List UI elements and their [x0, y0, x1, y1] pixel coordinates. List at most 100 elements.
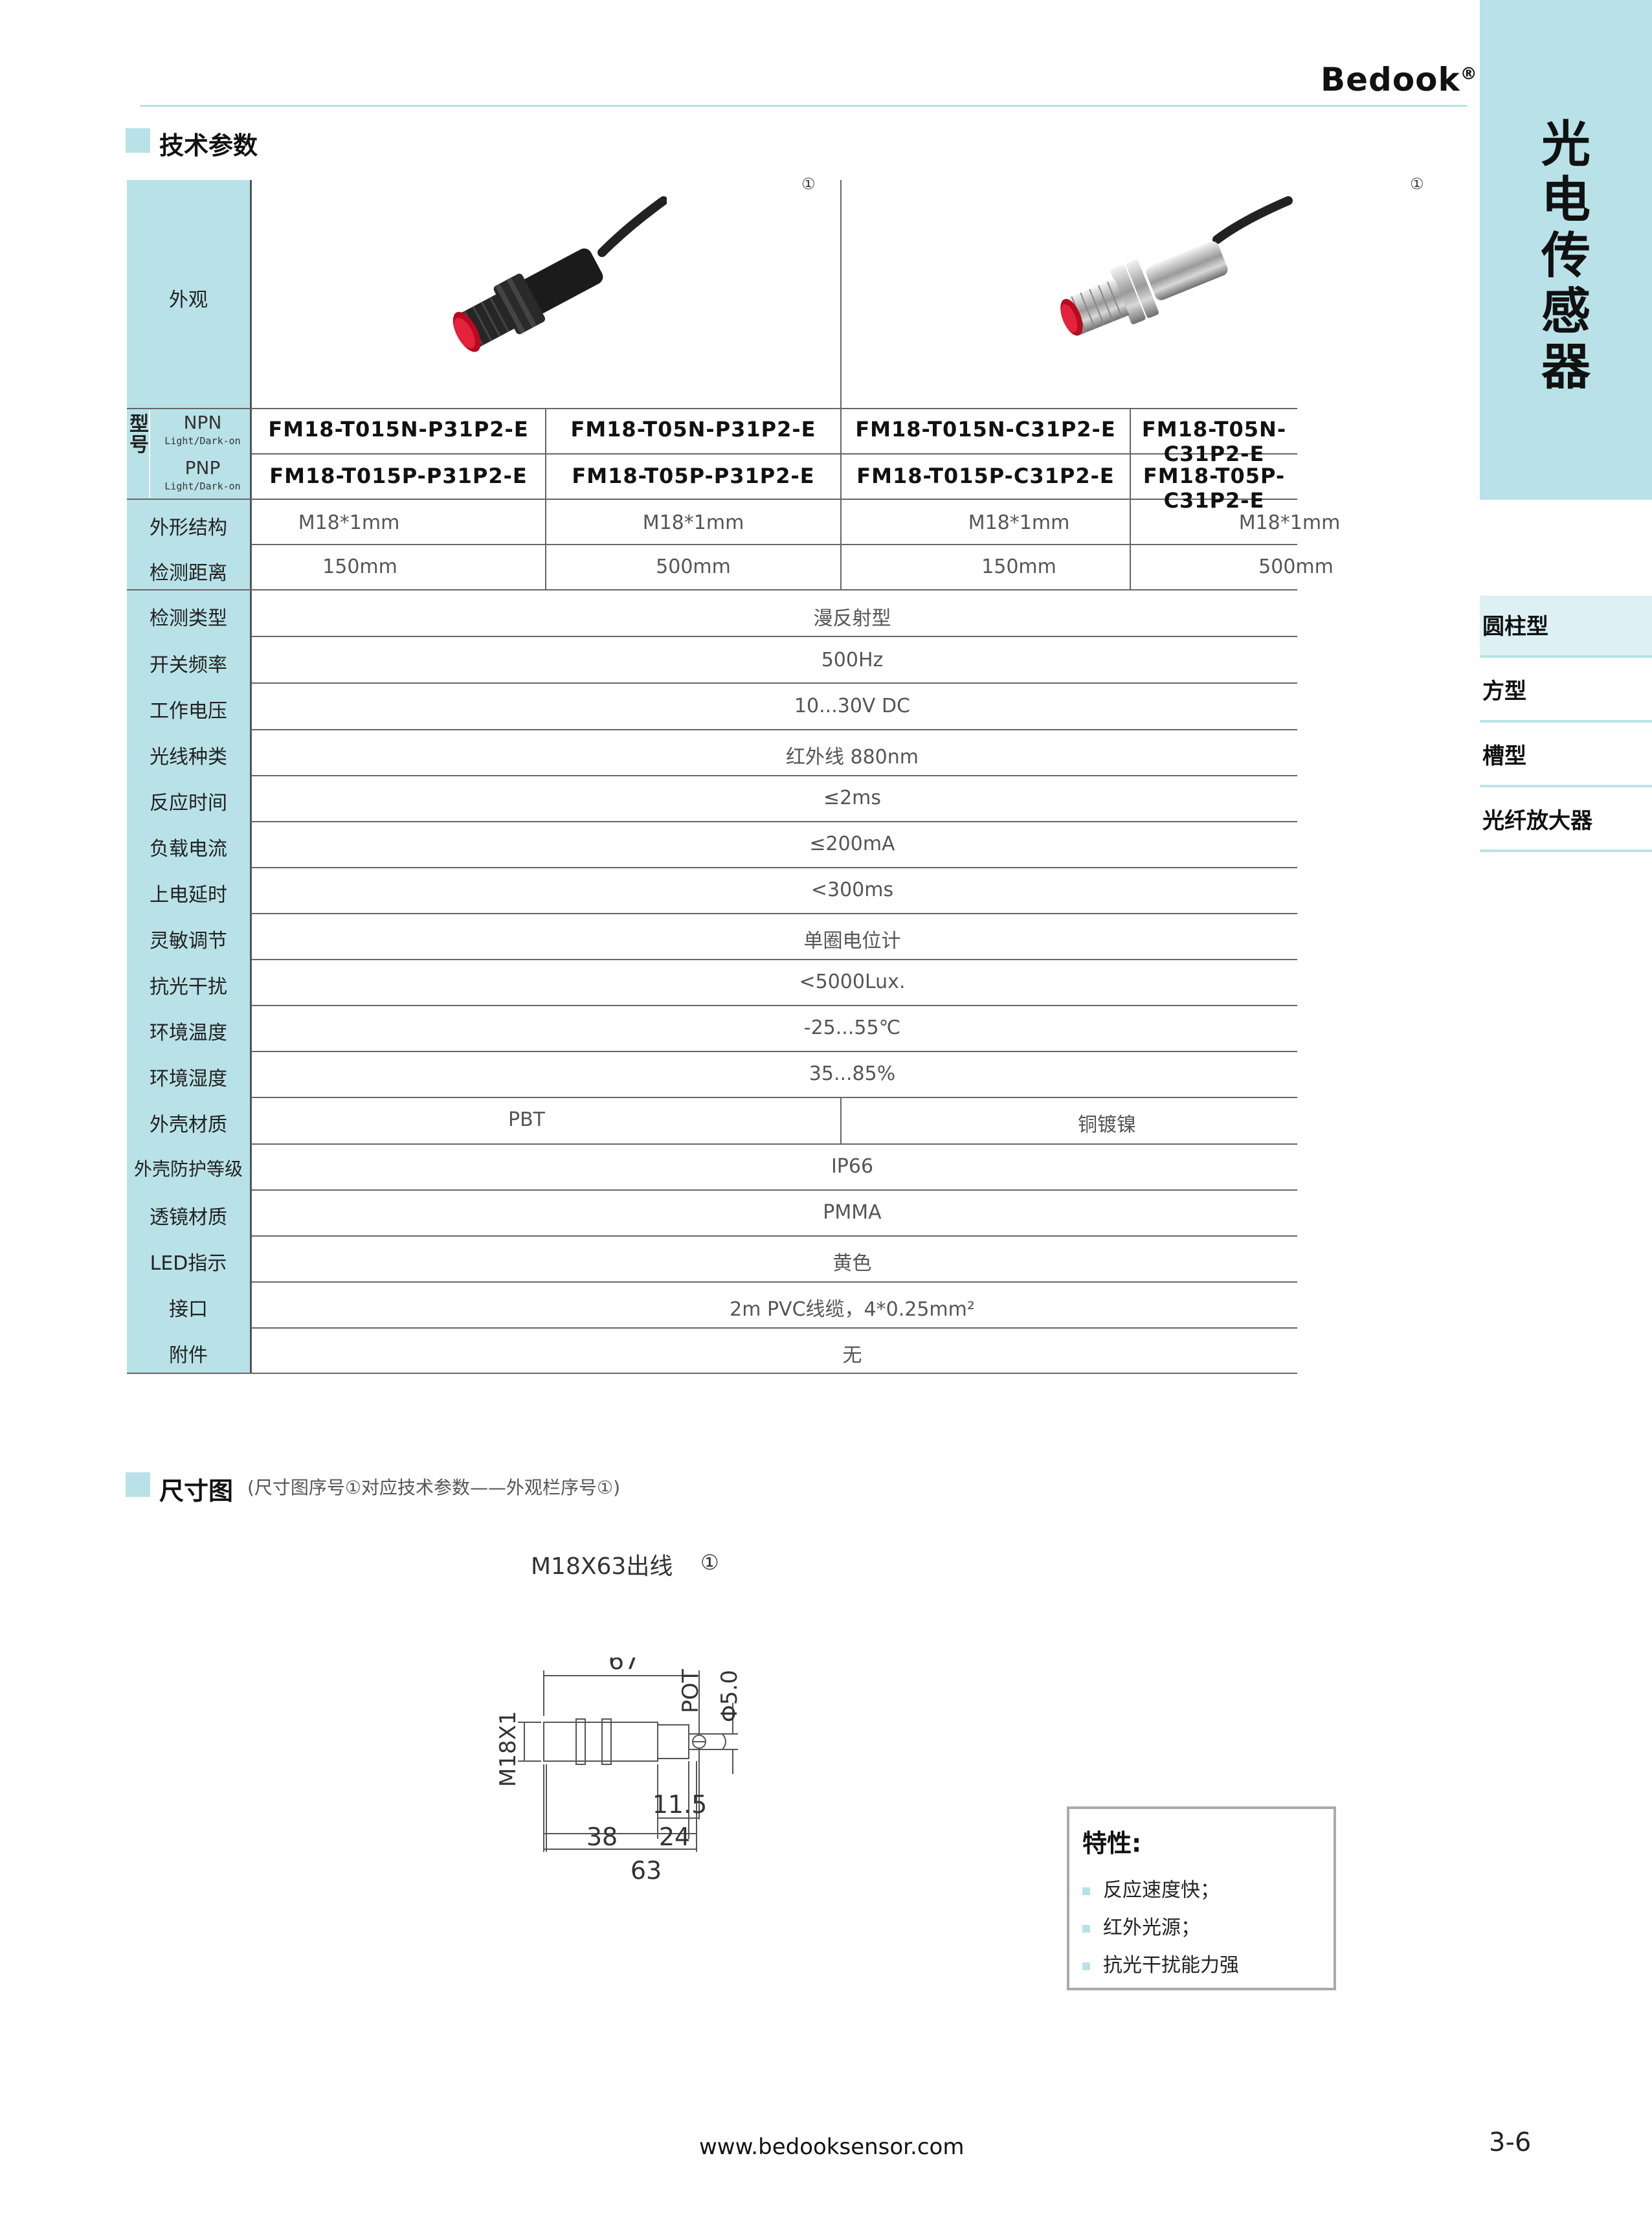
model-pnp: FM18-T05P-C31P2-E [1143, 464, 1286, 513]
row-label-sensitivity: 灵敏调节 [150, 930, 227, 952]
dimensions-note: (尺寸图序号①对应技术参数——外观栏序号①) [247, 1477, 621, 1498]
sidebar-item-square[interactable]: 方型 [1480, 660, 1652, 723]
table-rule [252, 867, 1297, 868]
table-rule [252, 682, 1297, 684]
cell-frequency: 500Hz [821, 649, 884, 671]
bullet-icon [1082, 1887, 1090, 1895]
footer-url[interactable]: www.bedooksensor.com [699, 2134, 965, 2160]
sidebar-title-char: 传 [1541, 227, 1591, 284]
sidebar-category-title: 光 电 传 感 器 [1480, 117, 1652, 395]
cell-voltage: 10...30V DC [794, 695, 911, 717]
row-label-accessories: 附件 [169, 1344, 208, 1367]
bullet-icon [1082, 1962, 1090, 1970]
cell-distance: 500mm [1258, 556, 1334, 578]
npn-label: NPN [183, 412, 222, 433]
table-rule [252, 959, 1297, 960]
header-divider [140, 105, 1467, 107]
table-rule [127, 589, 1297, 590]
model-npn: FM18-T015N-C31P2-E [855, 417, 1116, 442]
sidebar-item-fiber-amplifier[interactable]: 光纤放大器 [1480, 790, 1652, 852]
sidebar-item-cylindrical[interactable]: 圆柱型 [1480, 596, 1652, 658]
cell-shape: M18*1mm [298, 512, 400, 534]
sidebar-title-char: 器 [1541, 338, 1591, 396]
drawing-title: M18X63出线 [531, 1553, 673, 1580]
cell-sensitivity: 单圈电位计 [803, 930, 901, 952]
row-label-ambient-temp: 环境温度 [150, 1022, 227, 1044]
cell-led: 黄色 [832, 1252, 872, 1275]
cell-interface: 2m PVC线缆，4*0.25mm² [730, 1298, 975, 1321]
dim-label-67: 67 [608, 1658, 640, 1675]
row-label-distance: 检测距离 [150, 562, 227, 585]
product-image-metal [1060, 196, 1293, 336]
cell-accessories: 无 [842, 1344, 862, 1367]
row-label-model: 型号 [129, 413, 149, 456]
bullet-icon [1082, 1924, 1090, 1933]
table-rule [252, 453, 1297, 455]
sidebar-item-slot[interactable]: 槽型 [1480, 725, 1652, 787]
cell-shape: M18*1mm [642, 512, 744, 534]
dim-label-pot-offset: 11.5 [653, 1790, 708, 1819]
row-label-detection-type: 检测类型 [150, 607, 227, 630]
cell-humidity: 35...85% [809, 1062, 896, 1085]
cell-light-immunity: <5000Lux. [799, 971, 906, 993]
row-label-appearance: 外观 [169, 289, 208, 311]
brand-logo: Bedook® [1321, 61, 1478, 98]
row-label-humidity: 环境湿度 [150, 1068, 227, 1090]
cell-shape: M18*1mm [1238, 512, 1341, 534]
row-label-interface: 接口 [169, 1298, 208, 1321]
dim-label-pot: POT [678, 1669, 704, 1713]
dim-label-24: 24 [659, 1823, 690, 1851]
features-title: 特性: [1082, 1829, 1142, 1858]
table-rule [840, 180, 842, 589]
table-rule [252, 775, 1297, 776]
table-rule [252, 1327, 1297, 1329]
dim-label-cable: Φ5.0 [717, 1670, 742, 1722]
cell-load-current: ≤200mA [809, 833, 895, 855]
row-label-lens: 透镜材质 [150, 1206, 227, 1229]
product-image-plastic [452, 196, 667, 352]
feature-item: 抗光干扰能力强 [1082, 1949, 1239, 1977]
row-label-housing: 外壳材质 [150, 1114, 227, 1136]
table-rule [1130, 408, 1131, 589]
page-number: 3-6 [1489, 2128, 1532, 2157]
row-label-load-current: 负载电流 [150, 838, 227, 860]
feature-item: 红外光源； [1082, 1911, 1200, 1940]
model-npn: FM18-T05N-C31P2-E [1141, 417, 1287, 466]
dimension-drawing: 67 POT Φ5.0 M18X1 11.5 38 24 63 [495, 1658, 742, 1885]
dim-label-38: 38 [586, 1823, 618, 1851]
table-rule [127, 499, 1297, 500]
table-rule [252, 1143, 1297, 1145]
feature-item: 反应速度快； [1082, 1874, 1220, 1902]
dim-label-thread: M18X1 [495, 1711, 521, 1787]
features-box [1067, 1806, 1336, 1990]
pnp-label: PNP [184, 457, 221, 478]
cell-light-type: 红外线 880nm [785, 746, 919, 769]
table-rule [252, 1097, 1297, 1098]
table-rule [127, 408, 1297, 409]
row-label-protection: 外壳防护等级 [133, 1158, 243, 1180]
table-divider [149, 410, 150, 497]
table-divider [250, 180, 252, 1374]
section-title-specs: 技术参数 [159, 131, 258, 160]
row-label-response-time: 反应时间 [150, 792, 227, 815]
table-rule [840, 1097, 842, 1143]
row-label-led: LED指示 [150, 1252, 227, 1275]
index-mark: ① [1410, 175, 1424, 193]
section-marker [126, 128, 150, 153]
table-rule [252, 729, 1297, 730]
cell-ambient-temp: -25...55℃ [803, 1017, 901, 1039]
model-pnp: FM18-T05P-P31P2-E [572, 464, 815, 488]
row-label-voltage: 工作电压 [150, 700, 227, 723]
section-marker [126, 1472, 150, 1497]
cell-detection-type: 漫反射型 [813, 607, 891, 630]
model-pnp: FM18-T015P-C31P2-E [856, 464, 1115, 488]
table-rule [545, 408, 546, 589]
cell-protection: IP66 [831, 1155, 874, 1178]
cell-lens: PMMA [823, 1201, 882, 1224]
table-rule [252, 1235, 1297, 1237]
sidebar-title-char: 感 [1541, 282, 1591, 340]
table-label-column [127, 180, 250, 1374]
pnp-sub-label: Light/Dark-on [164, 480, 241, 492]
model-npn: FM18-T05N-P31P2-E [570, 417, 816, 442]
sidebar-title-char: 电 [1541, 171, 1591, 229]
